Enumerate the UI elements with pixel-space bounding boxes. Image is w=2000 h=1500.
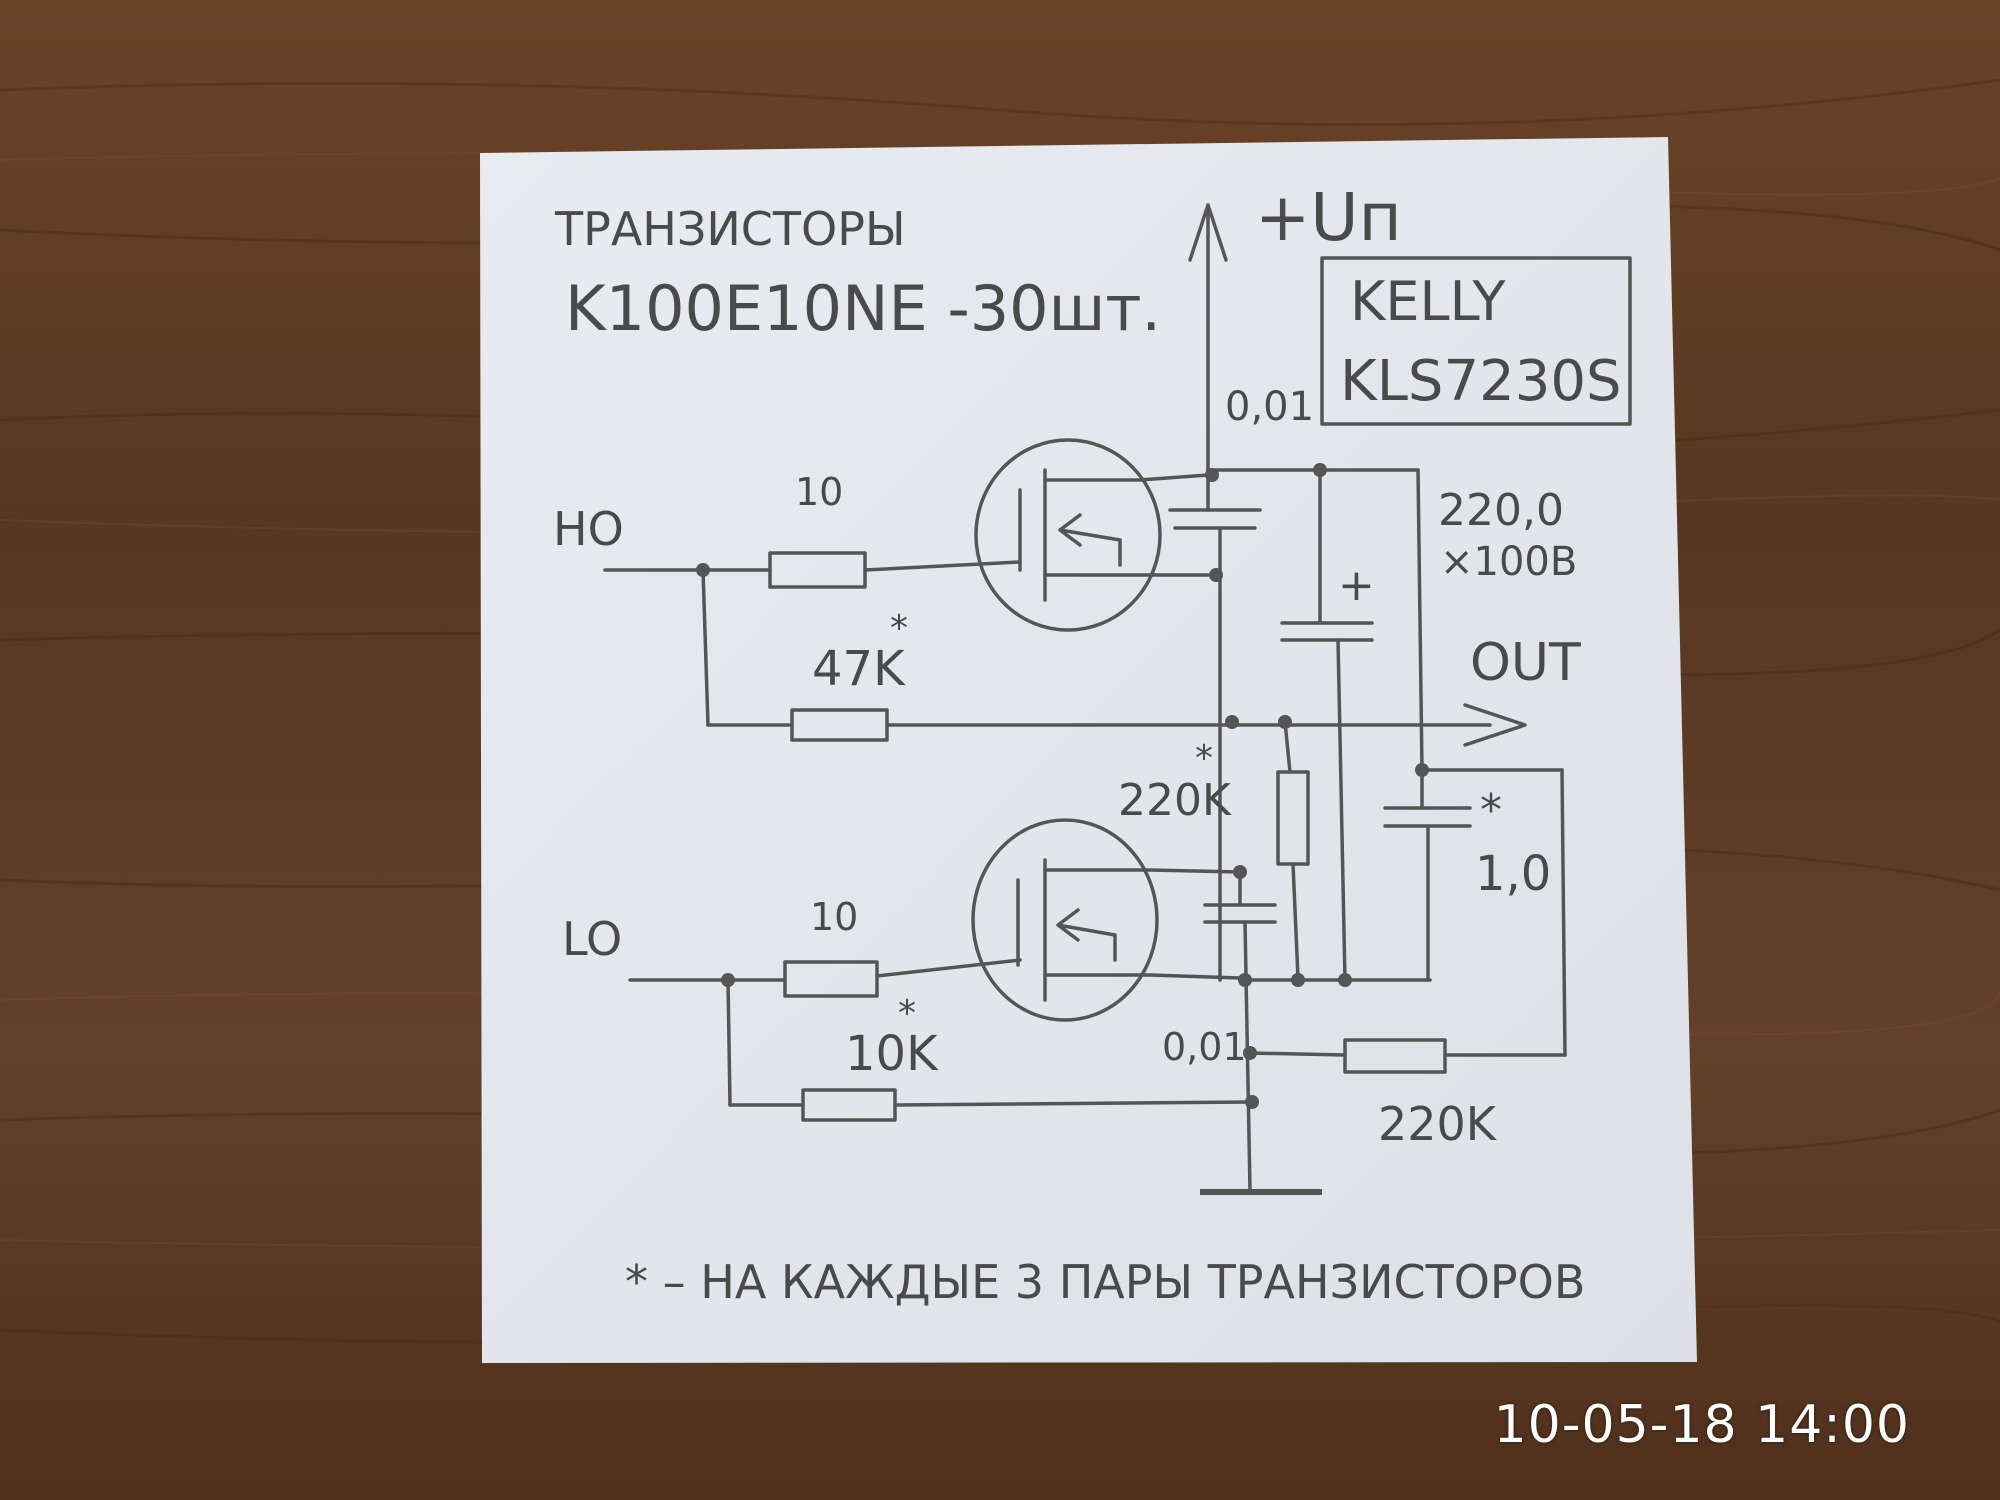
wire-side-cap-top [1416, 468, 1424, 772]
input-low-label: LO [562, 912, 622, 966]
paper-sheet [480, 137, 1697, 1363]
output-label: OUT [1470, 633, 1581, 693]
mosfet-high-arrow-icon [1058, 513, 1122, 567]
mosfet-high [974, 438, 1162, 632]
wire-low-pulldown-left [726, 978, 732, 1107]
capacitor-bulk-value: 220,0 [1438, 485, 1564, 536]
junction-bus-3 [1338, 973, 1352, 987]
resistor-gate-low-value: 10 [810, 895, 858, 939]
input-high-label: HO [553, 502, 624, 556]
cap-bottom-value: 0,01 [1162, 1025, 1247, 1069]
capacitor-side-asterisk: * [1480, 785, 1502, 836]
wire-to-220k-bottom [1248, 1051, 1347, 1057]
junction-bus-1 [1238, 973, 1252, 987]
resistor-pulldown-high-asterisk: * [890, 608, 908, 649]
resistor-gate-high-value: 10 [795, 470, 843, 514]
wire-10k-to-ground [893, 1100, 1254, 1107]
wire-high-pulldown-left [701, 568, 710, 727]
wire-high-gate [863, 560, 1022, 572]
capacitor-bulk-voltage: ×100В [1440, 539, 1577, 585]
cap-top-value: 0,01 [1225, 384, 1314, 430]
resistor-mid-asterisk: * [1195, 738, 1213, 779]
junction-high-source [1209, 568, 1223, 582]
junction-output-center [1225, 715, 1239, 729]
resistor-mid-value: 220K [1118, 775, 1232, 826]
resistor-pulldown-low-asterisk: * [898, 993, 916, 1034]
wire-low-gate [875, 958, 1022, 978]
wire-bulk-cap-bottom [1336, 638, 1347, 982]
controller-box [1320, 256, 1632, 426]
capacitor-side-value: 1,0 [1475, 846, 1551, 902]
wire-mid-resistor-top [1283, 720, 1292, 774]
capacitor-bulk-polarity: + [1338, 560, 1375, 611]
mosfet-low-leads [1043, 868, 1242, 980]
resistor-gate-low [783, 960, 879, 998]
output-arrow-icon [1463, 703, 1527, 747]
mosfet-low-arrow-icon [1056, 908, 1117, 962]
controller-model: KLS7230S [1340, 349, 1622, 414]
resistor-pulldown-high-value: 47K [812, 641, 906, 697]
title-line-2: K100E10NE -30шт. [565, 272, 1161, 345]
wire-feedback-right [1560, 768, 1567, 1057]
junction-ground [1245, 1095, 1259, 1109]
resistor-pulldown-low-value: 10K [845, 1026, 939, 1082]
supply-arrow-icon [1188, 203, 1228, 262]
junction-bus-2 [1291, 973, 1305, 987]
title-line-1: ТРАНЗИСТОРЫ [554, 202, 906, 256]
photo-timestamp: 10-05-18 14:00 [1493, 1395, 1910, 1455]
wire-mid-resistor-bottom [1291, 862, 1300, 980]
controller-name: KELLY [1350, 270, 1507, 333]
footnote: * – НА КАЖДЫЕ 3 ПАРЫ ТРАНЗИСТОРОВ [625, 1255, 1585, 1309]
mosfet-high-leads [1043, 473, 1210, 577]
supply-label: +Uп [1255, 179, 1402, 256]
resistor-bottom-value: 220K [1378, 1097, 1498, 1151]
mosfet-low [971, 818, 1159, 1022]
